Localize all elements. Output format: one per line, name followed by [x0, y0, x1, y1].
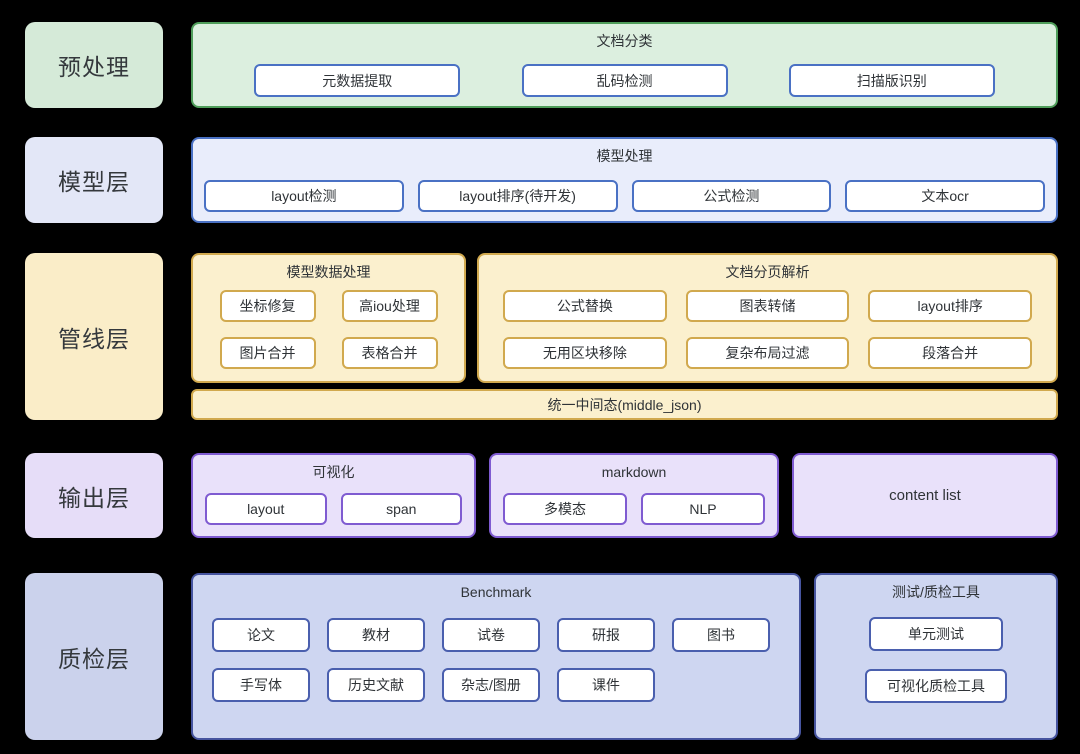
pill-paragraph-merge: 段落合并	[868, 337, 1032, 369]
layer-row-preprocess: 预处理 文档分类 元数据提取 乱码检测 扫描版识别	[25, 22, 1058, 108]
pill-layout-sort: layout排序	[868, 290, 1032, 322]
visualization-items: layout span	[193, 493, 474, 525]
pill-magazine-album: 杂志/图册	[442, 668, 540, 702]
layer-row-output: 输出层 可视化 layout span markdown 多模态 NLP con…	[25, 453, 1058, 538]
pill-layout: layout	[205, 493, 327, 525]
group-model-data-processing: 模型数据处理 坐标修复 高iou处理 图片合并 表格合并	[191, 253, 466, 383]
markdown-items: 多模态 NLP	[491, 493, 777, 525]
group-visualization: 可视化 layout span	[191, 453, 476, 538]
pill-visual-qa-tool: 可视化质检工具	[865, 669, 1007, 703]
group-title-benchmark: Benchmark	[460, 584, 532, 600]
document-classification-items: 元数据提取 乱码检测 扫描版识别	[193, 64, 1056, 97]
layer-label-preprocess: 预处理	[25, 22, 163, 108]
pill-handwriting: 手写体	[212, 668, 310, 702]
layer-row-pipeline: 管线层 模型数据处理 坐标修复 高iou处理 图片合并 表格合并 文档分页解析 …	[25, 253, 1058, 420]
group-title-visualization: 可视化	[312, 464, 355, 480]
group-model-processing: 模型处理 layout检测 layout排序(待开发) 公式检测 文本ocr	[191, 137, 1058, 223]
pill-table-merge: 表格合并	[341, 337, 438, 369]
group-title-document-classification: 文档分类	[596, 33, 653, 49]
pill-historical-document: 历史文献	[327, 668, 425, 702]
pill-research-report: 研报	[557, 618, 655, 652]
model-processing-items: layout检测 layout排序(待开发) 公式检测 文本ocr	[193, 180, 1056, 212]
pill-exam-paper: 试卷	[442, 618, 540, 652]
pill-formula-detection: 公式检测	[631, 180, 832, 212]
pipeline-groups: 模型数据处理 坐标修复 高iou处理 图片合并 表格合并 文档分页解析 公式替换…	[191, 253, 1058, 383]
group-markdown: markdown 多模态 NLP	[489, 453, 779, 538]
layer-label-pipeline: 管线层	[25, 253, 163, 420]
group-test-qa-tools: 测试/质检工具 单元测试 可视化质检工具	[814, 573, 1058, 740]
group-title-markdown: markdown	[601, 464, 667, 480]
group-title-test-qa-tools: 测试/质检工具	[892, 584, 980, 600]
pill-formula-replace: 公式替换	[503, 290, 667, 322]
layer-label-qa: 质检层	[25, 573, 163, 740]
content-list-box: content list	[792, 453, 1058, 538]
pill-text-ocr: 文本ocr	[845, 180, 1045, 212]
group-title-model-data-processing: 模型数据处理	[286, 264, 371, 280]
pill-courseware: 课件	[557, 668, 655, 702]
benchmark-items-row-1: 论文 教材 试卷 研报 图书	[193, 618, 799, 652]
pill-book: 图书	[672, 618, 770, 652]
benchmark-items-row-2: 手写体 历史文献 杂志/图册 课件	[193, 668, 799, 702]
layer-label-model: 模型层	[25, 137, 163, 223]
pill-metadata-extraction: 元数据提取	[254, 64, 461, 97]
pill-coordinate-fix: 坐标修复	[219, 290, 316, 322]
pill-textbook: 教材	[327, 618, 425, 652]
layer-label-output: 输出层	[25, 453, 163, 538]
pill-unit-test: 单元测试	[869, 617, 1003, 651]
pill-chart-dump: 图表转储	[685, 290, 850, 322]
group-title-model-processing: 模型处理	[596, 148, 653, 164]
pill-complex-layout-filter: 复杂布局过滤	[685, 337, 850, 369]
pill-multimodal: 多模态	[503, 493, 627, 525]
layer-row-model: 模型层 模型处理 layout检测 layout排序(待开发) 公式检测 文本o…	[25, 137, 1058, 223]
model-data-processing-items: 坐标修复 高iou处理 图片合并 表格合并	[193, 290, 464, 369]
pill-layout-detection: layout检测	[204, 180, 404, 212]
pill-garbled-text-detection: 乱码检测	[521, 64, 728, 97]
pill-image-merge: 图片合并	[219, 337, 316, 369]
pill-paper: 论文	[212, 618, 310, 652]
pill-nlp: NLP	[641, 493, 765, 525]
pill-scanned-version-detection: 扫描版识别	[788, 64, 995, 97]
pill-useless-block-removal: 无用区块移除	[503, 337, 667, 369]
layer-row-qa: 质检层 Benchmark 论文 教材 试卷 研报 图书 手写体 历史文献 杂志…	[25, 573, 1058, 740]
pill-span: span	[340, 493, 462, 525]
group-document-classification: 文档分类 元数据提取 乱码检测 扫描版识别	[191, 22, 1058, 108]
pill-layout-sort-wip: layout排序(待开发)	[417, 180, 618, 212]
document-page-parsing-items: 公式替换 图表转储 layout排序 无用区块移除 复杂布局过滤 段落合并	[479, 290, 1056, 369]
group-document-page-parsing: 文档分页解析 公式替换 图表转储 layout排序 无用区块移除 复杂布局过滤 …	[477, 253, 1058, 383]
unified-intermediate-state-bar: 统一中间态(middle_json)	[191, 389, 1058, 420]
pill-high-iou-processing: 高iou处理	[341, 290, 438, 322]
group-benchmark: Benchmark 论文 教材 试卷 研报 图书 手写体 历史文献 杂志/图册 …	[191, 573, 801, 740]
group-title-document-page-parsing: 文档分页解析	[725, 264, 810, 280]
